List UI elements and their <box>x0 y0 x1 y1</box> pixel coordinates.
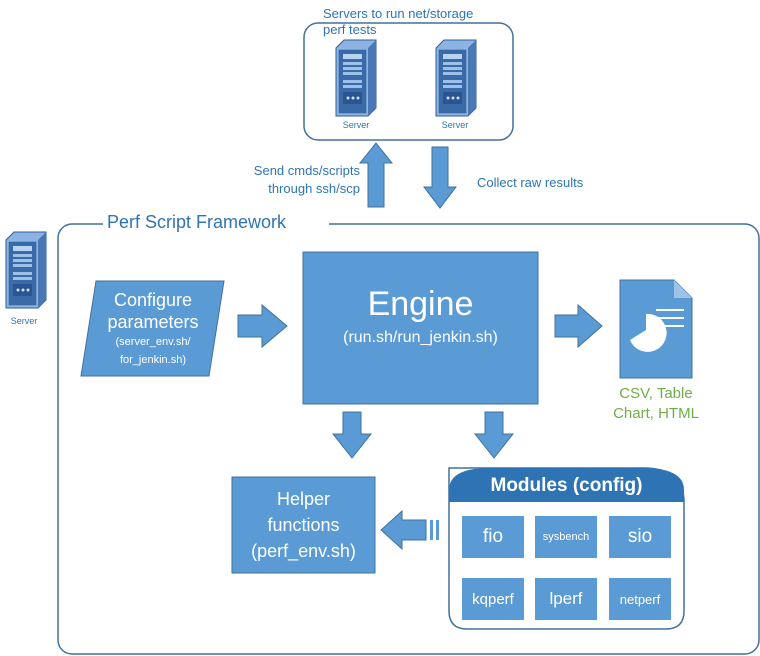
server-icon <box>335 39 377 117</box>
server-icon <box>435 39 477 117</box>
configure-line3: (server_env.sh/ <box>115 336 191 348</box>
server-icon <box>5 231 47 309</box>
helper-line2: functions <box>267 515 340 535</box>
configure-line2: parameters <box>107 312 199 332</box>
servers-group-title-line1: Servers to run net/storage <box>323 6 474 21</box>
configure-parameters-text: Configure parameters (server_env.sh/ for… <box>84 283 222 375</box>
arrow-down-icon <box>331 411 373 459</box>
configure-line1: Configure <box>113 290 193 310</box>
send-label-line1: Send cmds/scripts <box>253 163 360 178</box>
output-line1: CSV, Table <box>619 385 693 402</box>
send-label-line2: through ssh/scp <box>268 181 360 196</box>
servers-group-title-line2: perf tests <box>323 22 377 37</box>
arrow-down-icon <box>473 411 515 459</box>
engine-subtitle: (run.sh/run_jenkin.sh) <box>343 329 498 346</box>
module-lperf: lperf <box>535 578 597 620</box>
module-sysbench: sysbench <box>535 516 597 558</box>
modules-title: Modules (config) <box>490 475 643 496</box>
arrow-up-icon <box>358 142 394 208</box>
framework-title: Perf Script Framework <box>107 212 287 232</box>
configure-parameters-box <box>80 280 225 377</box>
modules-header <box>449 468 684 502</box>
send-commands-label: Send cmds/scripts through ssh/scp <box>228 162 360 198</box>
helper-functions-box <box>231 476 376 574</box>
configure-line4: for_jenkin.sh) <box>119 354 187 366</box>
client-server-label: Server <box>10 316 38 326</box>
helper-line1: Helper <box>276 489 331 509</box>
module-sio: sio <box>609 516 671 558</box>
engine-title: Engine <box>367 285 474 323</box>
servers-group-title: Servers to run net/storage perf tests <box>323 6 473 38</box>
framework-box <box>57 223 760 655</box>
engine-text: Engine (run.sh/run_jenkin.sh) <box>303 282 538 350</box>
module-netperf: netperf <box>609 578 671 620</box>
module-fio: fio <box>462 516 524 558</box>
engine-box <box>302 251 539 405</box>
collect-results-label: Collect raw results <box>477 175 584 190</box>
arrow-right-icon <box>554 303 603 349</box>
output-formats-label: CSV, Table Chart, HTML <box>596 384 716 424</box>
arrow-left-icon <box>380 509 439 551</box>
arrow-down-icon <box>422 146 458 209</box>
helper-functions-text: Helper functions (perf_env.sh) <box>232 477 375 573</box>
server-label: Server <box>441 120 469 130</box>
module-kqperf: kqperf <box>462 578 524 620</box>
helper-line3: (perf_env.sh) <box>251 541 356 561</box>
document-chart-icon <box>619 279 693 379</box>
server-label: Server <box>342 120 370 130</box>
output-line2: Chart, HTML <box>613 405 699 422</box>
arrow-right-icon <box>237 303 288 349</box>
